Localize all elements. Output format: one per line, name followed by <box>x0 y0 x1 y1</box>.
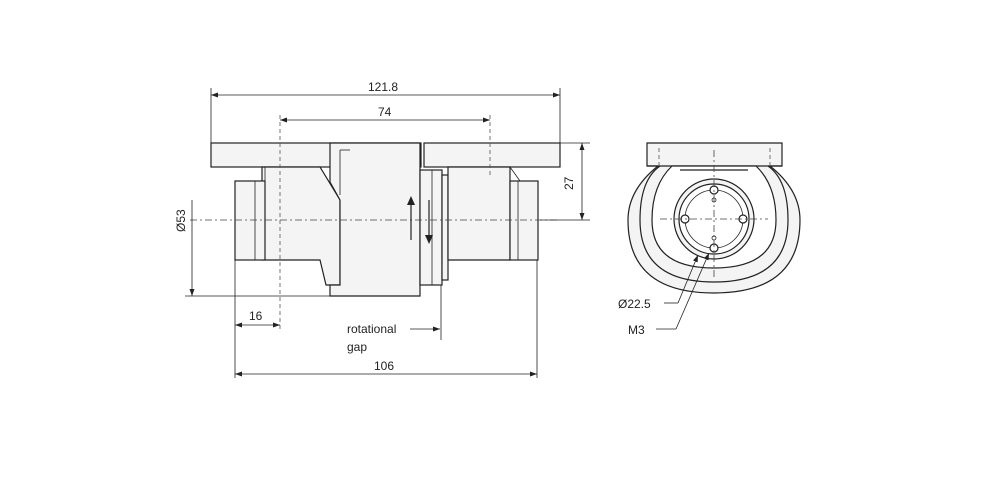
dim-height-label: 27 <box>562 176 576 190</box>
gap-collar <box>441 174 449 281</box>
end-view <box>627 142 801 294</box>
rotating-body <box>329 142 421 297</box>
dim-flange-holes-label: 74 <box>378 105 392 119</box>
dim-thread-label: M3 <box>628 323 645 337</box>
left-housing <box>261 166 341 286</box>
dim-overall-width: 121.8 <box>210 80 561 143</box>
dim-diameter: Ø53 <box>174 200 330 297</box>
right-stub-shaft <box>509 180 539 261</box>
left-stub-shaft <box>234 180 266 261</box>
dim-diameter-label: Ø53 <box>174 209 188 232</box>
dim-body-length-label: 106 <box>374 359 394 373</box>
dim-bolt-circle: Ø22.5 <box>618 254 699 311</box>
flange-plate-right <box>423 142 561 168</box>
rotational-gap-callout: rotational gap <box>347 285 442 354</box>
dim-height: 27 <box>540 142 590 221</box>
gap-ring <box>419 169 443 286</box>
side-view <box>190 115 561 330</box>
dim-flange-holes: 74 <box>280 105 490 123</box>
rotational-gap-label-1: rotational <box>347 322 396 336</box>
dim-thread: M3 <box>628 252 710 337</box>
rotational-gap-label-2: gap <box>347 340 367 354</box>
dim-bolt-circle-label: Ø22.5 <box>618 297 651 311</box>
dim-body-length: 106 <box>235 260 538 378</box>
dim-stub-length: 16 <box>234 260 280 378</box>
right-housing <box>447 166 511 261</box>
dim-stub-length-label: 16 <box>249 309 263 323</box>
dim-overall-width-label: 121.8 <box>368 80 398 94</box>
